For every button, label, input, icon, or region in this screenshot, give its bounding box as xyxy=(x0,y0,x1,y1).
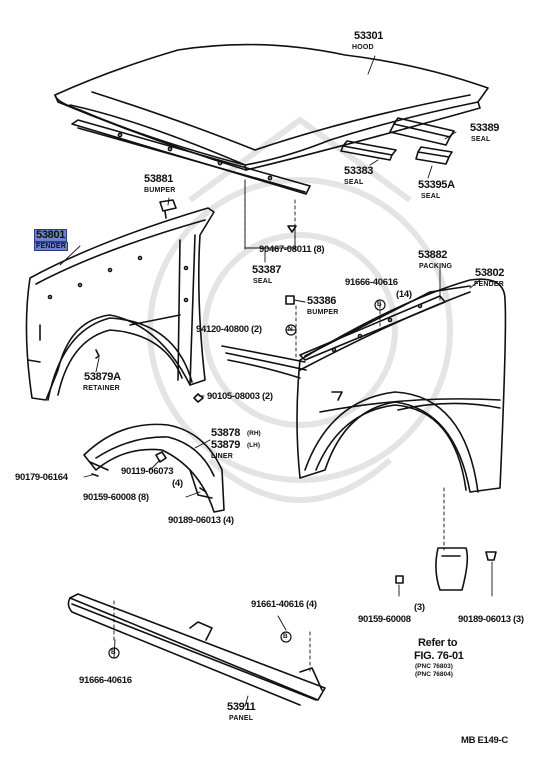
liner-53879-side: (LH) xyxy=(247,442,260,449)
fender-lh-name: FENDER xyxy=(34,242,68,251)
fender-rh-part-number[interactable]: 53802 xyxy=(475,267,505,279)
nut-94120-label[interactable]: 94120-40800 (2) xyxy=(196,324,262,335)
seal-53395a-name: SEAL xyxy=(421,193,441,200)
packing-53882-part-number[interactable]: 53882 xyxy=(418,249,448,261)
clip-b-marker-bottom-right: B xyxy=(283,633,288,640)
seal-53383-part-number[interactable]: 53383 xyxy=(344,165,374,177)
bumper-53386-part-number[interactable]: 53386 xyxy=(307,295,337,307)
clip-90179-label[interactable]: 90179-06164 xyxy=(15,472,68,483)
screw-90189-right-label[interactable]: 90189-06013 (3) xyxy=(458,614,524,625)
refer-figure-link[interactable]: FIG. 76-01 xyxy=(414,650,464,662)
clip-91666-top-qty: (14) xyxy=(396,289,412,300)
hood-front-seal xyxy=(71,119,311,195)
packing-53882-name: PACKING xyxy=(419,263,453,270)
refer-pnc-1: (PNC 76803) xyxy=(415,663,453,670)
cowl-panel xyxy=(221,345,307,379)
bumper-53881-part-number[interactable]: 53881 xyxy=(144,173,174,185)
bumper-53881-name: BUMPER xyxy=(144,187,176,194)
seal-53383 xyxy=(340,140,397,161)
refer-to-line: Refer to xyxy=(418,637,458,649)
screw-90159-left-label[interactable]: 90159-60008 (8) xyxy=(83,492,149,503)
seal-53395a-part-number[interactable]: 53395A xyxy=(418,179,455,191)
clip-b-marker: B xyxy=(377,301,382,308)
fender-rh-name: FENDER xyxy=(474,281,504,288)
panel-53911-name: PANEL xyxy=(229,715,254,722)
panel-53911-part-number[interactable]: 53911 xyxy=(227,701,256,713)
retainer-53879a-part-number[interactable]: 53879A xyxy=(84,371,121,383)
fender-liner xyxy=(83,423,225,513)
fasteners xyxy=(91,225,497,584)
fender-left xyxy=(25,207,215,401)
liner-53878-side: (RH) xyxy=(247,430,261,437)
clip-91666-bottom-label[interactable]: 91666-40616 xyxy=(79,675,132,686)
seal-53389-name: SEAL xyxy=(471,136,491,143)
screw-90467-label[interactable]: 90467-08011 (8) xyxy=(259,244,325,255)
screw-90189-left-label[interactable]: 90189-06013 (4) xyxy=(168,515,234,526)
bolt-90119-label[interactable]: 90119-06073 xyxy=(121,466,174,477)
seal-53395a xyxy=(415,146,453,165)
seal-53389-part-number[interactable]: 53389 xyxy=(470,122,500,134)
hood-part-number[interactable]: 53301 xyxy=(354,30,384,42)
refer-pnc-2: (PNC 76804) xyxy=(415,671,453,678)
clip-b-marker-bottom-left: B xyxy=(111,649,116,656)
liner-53878-part-number[interactable]: 53878 xyxy=(211,427,241,439)
screw-90159-right-label[interactable]: 90159-60008 xyxy=(358,614,411,625)
bumper-53386-name: BUMPER xyxy=(307,309,339,316)
figure-code: MB E149-C xyxy=(461,735,508,746)
fender-lh-part-number[interactable]: 53801 xyxy=(33,229,68,242)
clip-91666-top-label[interactable]: 91666-40616 xyxy=(345,277,398,288)
bolt-90105-label[interactable]: 90105-08003 (2) xyxy=(207,391,273,402)
hood xyxy=(54,43,489,171)
packing-53882 xyxy=(299,295,446,361)
bolt-90119-qty: (4) xyxy=(172,478,183,489)
seal-53389 xyxy=(389,117,455,146)
liner-53879-part-number[interactable]: 53879 xyxy=(211,439,241,451)
nut-n-marker: N xyxy=(288,326,293,333)
seal-53387-part-number[interactable]: 53387 xyxy=(252,264,282,276)
screw-90159-right-qty: (3) xyxy=(414,602,425,613)
hood-name: HOOD xyxy=(352,44,374,51)
retainer-53879a-name: RETAINER xyxy=(83,385,120,392)
seal-53383-name: SEAL xyxy=(344,179,364,186)
panel-53911 xyxy=(67,593,326,706)
liner-name: LINER xyxy=(211,453,233,460)
seal-53387-name: SEAL xyxy=(253,278,273,285)
clip-91661-label[interactable]: 91661-40616 (4) xyxy=(251,599,317,610)
mud-flap xyxy=(435,547,469,591)
